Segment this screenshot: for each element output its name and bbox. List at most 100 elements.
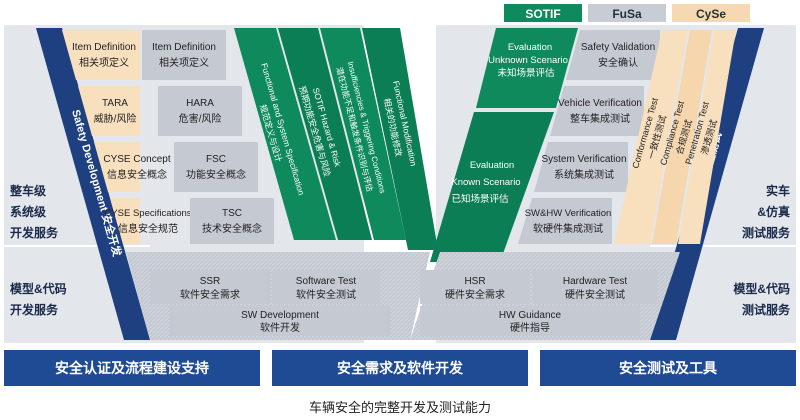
right-service-line: 测试服务 [742,225,791,240]
fusa-item-en: Vehicle Verification [558,98,642,109]
software-test-en: Software Test [296,276,357,287]
fusa-item-zh: 功能安全概念 [186,168,246,181]
ssr-en: SSR [200,276,221,287]
sotif-strip-hazard-risk [278,28,372,240]
right-service-line: 模型&代码 [733,281,790,296]
fusa-box-safety-validation [566,30,660,80]
fusa-item-en: TSC [222,208,242,219]
cyse-item-en: CYSE Specifications [104,208,191,219]
right-services-bottom: 模型&代码 测试服务 [733,281,791,317]
sotif-eval-en: Evaluation [508,42,552,53]
hsr-zh: 硬件安全需求 [445,288,505,301]
ssr-box [150,270,270,304]
fusa-item-zh: 安全确认 [598,56,638,69]
fusa-box-vehicle-verification [550,86,644,136]
hw-guidance-box [420,306,640,336]
legend-cyse-label: CySe [696,7,726,21]
fusa-item-zh: 危害/风险 [179,112,222,125]
right-cyse-column: Conformance Test 一致性测试 Compliance Test 合… [614,30,736,244]
footer-bars: 安全认证及流程建设支持 安全需求及软件开发 安全测试及工具 [4,350,796,386]
hw-guidance-en: HW Guidance [499,310,562,321]
footer-label: 安全需求及软件开发 [337,360,464,376]
sw-development-en: SW Development [241,310,319,321]
sotif-eval-zh: 已知场景评估 [451,193,509,205]
left-service-line: 整车级 [9,183,46,198]
fusa-item-en: Item Definition [152,42,216,53]
figure-caption: 车辆安全的完整开发及测试能力 [308,400,491,415]
sotif-strip-triggering [320,28,406,240]
cyse-item-zh: 相关项定义 [79,56,129,69]
left-service-line: 模型&代码 [10,281,67,296]
footer-label: 安全测试及工具 [619,360,717,376]
cyse-strip-conformance [614,30,688,244]
left-service-line: 开发服务 [10,225,59,240]
hardware-test-box [532,270,658,304]
hw-guidance-zh: 硬件指导 [510,321,550,334]
sw-development-zh: 软件开发 [260,321,300,334]
cyse-box-tara [78,86,140,136]
left-cyse-column: Item Definition 相关项定义 TARA 威胁/风险 CYSE Co… [62,30,192,244]
software-test-zh: 软件安全测试 [296,288,356,301]
footer-bar-requirements [272,350,528,386]
cyse-box-specifications [110,198,140,244]
cyse-item-zh: 信息安全规范 [118,222,178,235]
fusa-item-zh: 整车集成测试 [570,112,630,125]
cyse-strip-compliance [652,30,712,244]
hardware-test-zh: 硬件安全测试 [565,288,625,301]
legend-cyse-swatch [672,4,750,22]
cyse-strip-penetration [678,30,736,244]
ssr-zh: 软件安全需求 [180,288,240,301]
cyse-item-en: TARA [102,98,128,109]
fusa-box-swhw-verification [518,198,612,244]
hsr-box [420,270,530,304]
footer-bar-certification [4,350,260,386]
sotif-eval-en: Evaluation [470,160,514,171]
left-service-line: 系统级 [10,204,46,219]
left-services-bottom: 模型&代码 开发服务 [10,281,67,317]
hsr-en: HSR [464,276,485,287]
cyse-box-concept [94,142,140,192]
sotif-strip-functional-spec [234,28,336,240]
software-test-box [272,270,380,304]
fusa-item-en: HARA [186,98,214,109]
hardware-test-en: Hardware Test [563,276,628,287]
right-services-top: 实车 &仿真 测试服务 [742,183,791,240]
bottom-left-items: SSR 软件安全需求 Software Test 软件安全测试 SW Devel… [150,270,390,336]
left-fusa-column: Item Definition 相关项定义 HARA 危害/风险 FSC 功能安… [142,30,274,244]
sw-development-box [170,306,390,336]
sotif-eval-en2: Known Scenario [451,177,520,188]
sotif-eval-en2: Unknown Scenario [488,55,568,66]
fusa-box-system-verification [534,142,628,192]
fusa-item-en: System Verification [541,154,626,165]
fusa-item-en: SW&HW Verification [525,208,612,219]
legend-fusa-swatch [588,4,666,22]
safety-development-band [36,28,150,340]
fusa-item-zh: 相关项定义 [159,56,209,69]
fusa-item-zh: 系统集成测试 [554,168,614,181]
footer-bar-testing [540,350,796,386]
sotif-eval-zh: 未知场景评估 [497,67,555,79]
fusa-item-zh: 技术安全概念 [202,222,262,235]
legend-fusa-label: FuSa [612,7,642,21]
cyse-item-zh: 威胁/风险 [94,112,137,125]
footer-label: 安全认证及流程建设支持 [55,360,209,376]
cyse-item-en: Item Definition [72,42,136,53]
right-service-line: 测试服务 [742,302,791,317]
fusa-item-en: Safety Validation [581,42,655,53]
fusa-box-tsc [190,198,274,244]
sotif-strip-modification [362,28,438,250]
bottom-right-items: HSR 硬件安全需求 Hardware Test 硬件安全测试 HW Guida… [420,270,658,336]
sotif-right-strips: Evaluation Unknown Scenario 未知场景评估 Evalu… [430,28,578,262]
cyse-box-item-definition [62,30,140,80]
sotif-strip-unknown-scenario [476,28,578,108]
legend-sotif-label: SOTIF [525,7,560,21]
right-service-line: &仿真 [757,204,790,219]
fusa-item-zh: 软硬件集成测试 [533,222,603,235]
fusa-box-hara [158,86,242,136]
left-service-line: 开发服务 [10,302,59,317]
fusa-item-en: FSC [206,154,226,165]
cyse-item-zh: 信息安全概念 [107,168,167,181]
fusa-box-fsc [174,142,258,192]
sotif-strip-known-scenario [430,112,554,262]
